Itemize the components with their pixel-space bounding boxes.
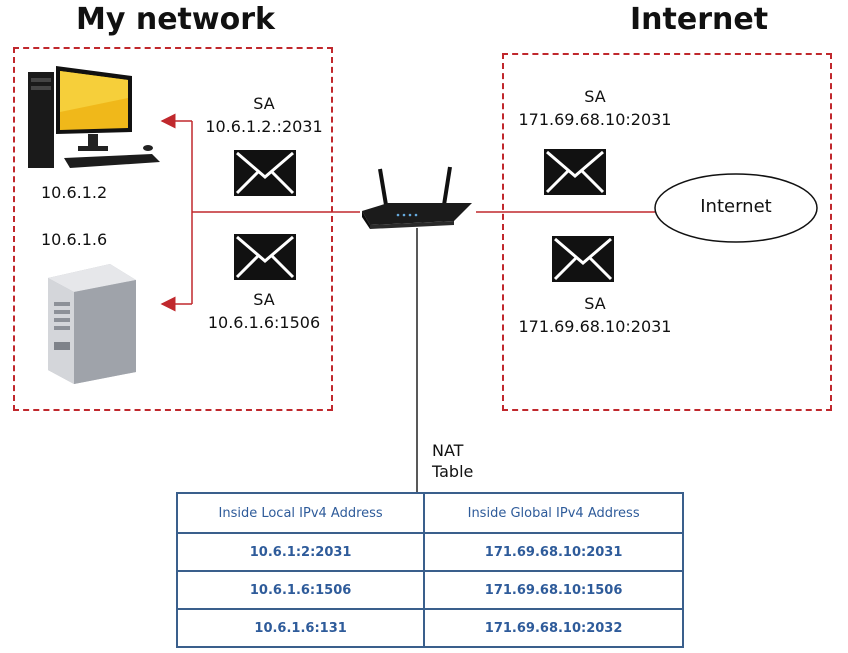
pc-ip-label: 10.6.1.2 (41, 183, 108, 202)
desktop-pc-icon (26, 62, 161, 180)
nat-header-row: Inside Local IPv4 Address Inside Global … (175, 492, 684, 534)
nat-cell-global: 171.69.68.10:2031 (423, 532, 684, 572)
table-row: 10.6.1.6:131 171.69.68.10:2032 (175, 608, 684, 648)
nat-cell-local: 10.6.1.6:1506 (175, 570, 426, 610)
nat-table: Inside Local IPv4 Address Inside Global … (175, 492, 684, 648)
envelope-icon (234, 234, 296, 280)
internet-cloud-label: Internet (700, 196, 772, 217)
nat-cell-global: 171.69.68.10:1506 (423, 570, 684, 610)
nat-cell-local: 10.6.1:2:2031 (175, 532, 426, 572)
internet-cloud (654, 173, 818, 243)
internet-title: Internet (630, 2, 769, 37)
table-row: 10.6.1.6:1506 171.69.68.10:1506 (175, 570, 684, 610)
my-network-title: My network (76, 2, 275, 37)
internet-zone (502, 53, 832, 411)
right-top-sa-address: 171.69.68.10:2031 (518, 110, 672, 129)
nat-title-line1: NAT (432, 441, 464, 460)
left-bottom-sa-label: SA (253, 290, 275, 309)
nat-cell-global: 171.69.68.10:2032 (423, 608, 684, 648)
nat-title-line2: Table (432, 462, 474, 481)
envelope-icon (544, 149, 606, 195)
nat-header-inside-local: Inside Local IPv4 Address (175, 492, 426, 534)
my-network-zone (13, 47, 333, 411)
nat-header-inside-global: Inside Global IPv4 Address (423, 492, 684, 534)
left-top-sa-label: SA (253, 94, 275, 113)
right-top-sa-label: SA (584, 87, 606, 106)
left-bottom-sa-address: 10.6.1.6:1506 (207, 313, 321, 332)
envelope-icon (234, 150, 296, 196)
envelope-icon (552, 236, 614, 282)
server-ip-label: 10.6.1.6 (41, 230, 108, 249)
right-bottom-sa-address: 171.69.68.10:2031 (518, 317, 672, 336)
server-tower-icon (40, 260, 140, 385)
router-icon (358, 163, 476, 231)
nat-cell-local: 10.6.1.6:131 (175, 608, 426, 648)
right-bottom-sa-label: SA (584, 294, 606, 313)
table-row: 10.6.1:2:2031 171.69.68.10:2031 (175, 532, 684, 572)
left-top-sa-address: 10.6.1.2.:2031 (205, 117, 323, 136)
